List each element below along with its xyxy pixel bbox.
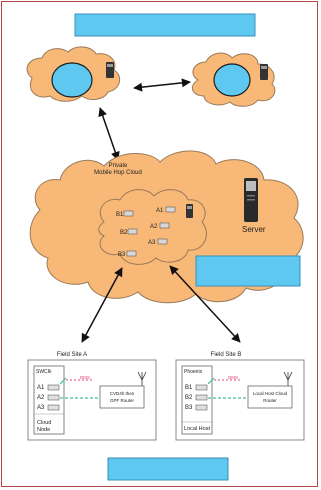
node-tag-icon: [123, 210, 134, 217]
antenna-icon: [283, 371, 293, 386]
cloud-to-site-b-arrow: [169, 265, 241, 343]
node-label: B2: [120, 230, 128, 236]
antenna-icon: [137, 371, 147, 386]
site-a-title: Field Site A: [57, 352, 87, 358]
node-label: B3: [118, 252, 126, 258]
node-tag-icon: [195, 394, 208, 401]
site-a-node-a1: A1: [37, 385, 45, 391]
top-right-network-blob: [213, 63, 251, 97]
node-label: A2: [150, 224, 158, 230]
site-b-panel: Phoenix B1 B2 B3 Local Host DMS Local Ho…: [175, 359, 305, 441]
cloud-node-a2: A2: [150, 222, 170, 230]
site-a-node-a2: A2: [37, 395, 45, 401]
node-label: B1: [116, 212, 124, 218]
site-a-footer-line1: Cloud: [37, 420, 51, 426]
router-icon: [260, 64, 268, 80]
outer-frame: [1, 1, 318, 487]
site-b-node-b1: B1: [185, 385, 193, 391]
private-cloud-label-line1: Private: [109, 163, 128, 169]
cloud-node-a3: A3: [148, 238, 168, 246]
site-b-footer: Local Host: [184, 426, 210, 432]
private-cloud-label-line2: Mobile Hop Cloud: [94, 170, 142, 176]
node-tag-icon: [127, 228, 138, 235]
server-label: Server: [242, 225, 266, 234]
cloud-to-site-a-arrow: [81, 267, 123, 343]
site-b-link-label: DMS: [228, 375, 238, 380]
site-b-node-b2: B2: [185, 395, 193, 401]
node-tag-icon: [157, 238, 168, 245]
node-tag-icon: [159, 222, 170, 229]
site-a-device-line1: CVD4h then: [110, 391, 135, 396]
top-clouds-link-arrow: [133, 78, 191, 92]
site-b-device-line1: Local Host Cloud: [253, 391, 288, 396]
site-a-footer-line2: Node: [37, 427, 50, 433]
bottom-label-box: [107, 457, 229, 481]
top-right-cloud: [191, 52, 276, 107]
top-left-network-blob: [51, 62, 93, 98]
top-left-cloud: [26, 46, 121, 102]
cloud-node-b2: B2: [120, 228, 138, 236]
node-tag-icon: [195, 404, 208, 411]
node-tag-icon: [47, 384, 60, 391]
cloud-node-a1: A1: [156, 206, 176, 214]
inner-node-cloud: [98, 189, 207, 265]
node-tag-icon: [47, 394, 60, 401]
node-tag-icon: [126, 250, 137, 257]
node-label: A3: [148, 240, 156, 246]
router-icon: [186, 204, 193, 218]
router-icon: [106, 62, 114, 78]
node-label: A1: [156, 208, 164, 214]
cloud-to-private-arrow: [98, 107, 120, 161]
server-tower-icon: [244, 178, 258, 222]
node-tag-icon: [47, 404, 60, 411]
cloud-node-b3: B3: [118, 250, 137, 258]
site-b-device-line2: Router: [263, 398, 277, 403]
site-a-panel: SWCIk A1 A2 A3 Cloud Node DMS CVD4h then…: [27, 359, 157, 441]
site-b-switch-label: Phoenix: [184, 369, 203, 375]
cloud-node-b1: B1: [116, 210, 134, 218]
site-a-switch-label: SWCIk: [36, 369, 52, 375]
site-b-router-device: [247, 385, 293, 409]
site-a-link-label: DMS: [80, 375, 90, 380]
top-label-box: [74, 13, 256, 37]
node-tag-icon: [165, 206, 176, 213]
site-a-router-device: [99, 385, 145, 409]
node-tag-icon: [195, 384, 208, 391]
site-b-title: Field Site B: [211, 352, 242, 358]
site-b-node-b3: B3: [185, 405, 193, 411]
mid-right-label-box: [195, 255, 301, 287]
site-a-device-line2: GPF Router: [110, 398, 135, 403]
site-a-node-a3: A3: [37, 405, 45, 411]
